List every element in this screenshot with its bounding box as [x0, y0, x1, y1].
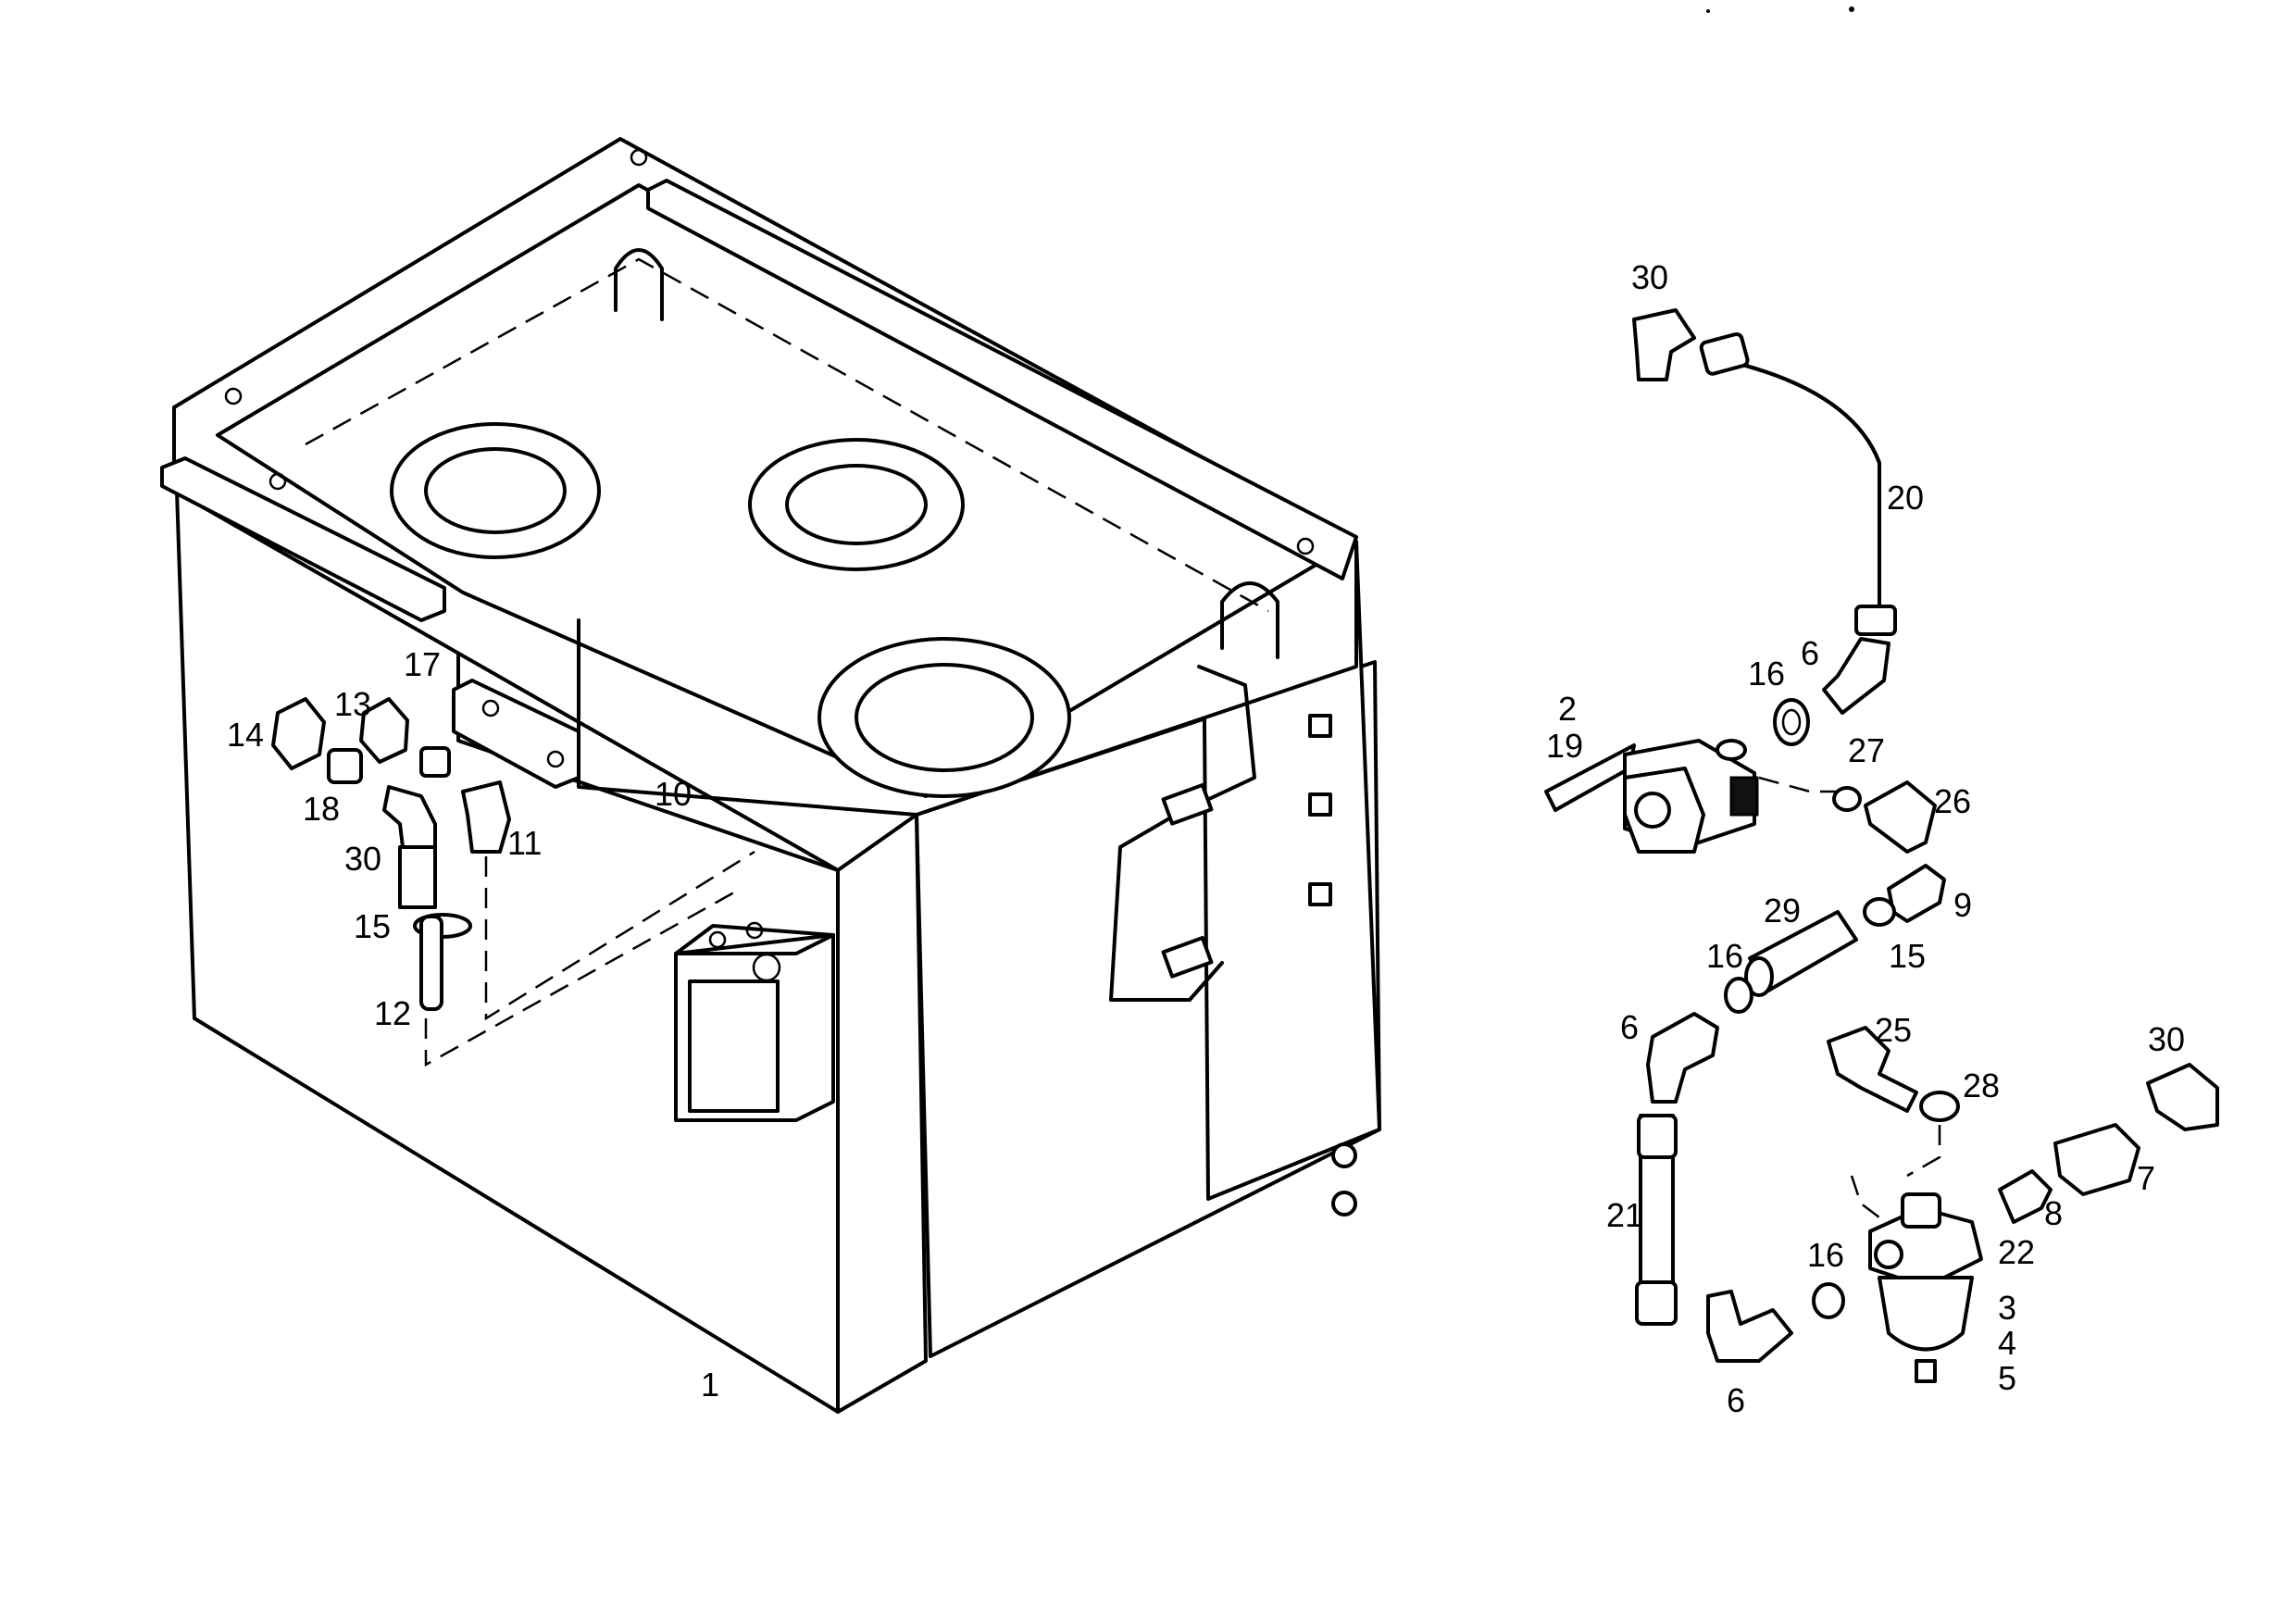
left-fittings-cluster — [271, 697, 511, 1011]
callout-15-mid: 15 — [1889, 937, 1926, 975]
bolt-25 — [1827, 1026, 1918, 1113]
return-filter-housing — [674, 921, 835, 1122]
callout-4: 4 — [1998, 1324, 2016, 1362]
callout-18: 18 — [303, 790, 340, 828]
callout-2: 2 — [1558, 690, 1577, 728]
callout-19: 19 — [1546, 727, 1583, 765]
elbow-6-bottom — [1706, 1290, 1793, 1363]
callout-22: 22 — [1998, 1233, 2035, 1271]
inspection-flange-3 — [817, 637, 1071, 798]
callout-1: 1 — [701, 1366, 719, 1404]
callout-8: 8 — [2044, 1194, 2063, 1232]
seal-16-mid — [1724, 977, 1753, 1014]
top-bar-left — [160, 456, 446, 622]
callout-20: 20 — [1887, 479, 1924, 517]
callout-30-right: 30 — [2148, 1020, 2185, 1058]
lifting-handle-right — [1220, 581, 1279, 659]
elbow-6-mid — [1646, 1012, 1719, 1104]
seal-15-mid — [1863, 897, 1896, 927]
adapter-elbow-11 — [461, 780, 511, 854]
adapter-17 — [419, 746, 451, 778]
elbow-30-right — [2146, 1063, 2219, 1131]
ball-valve — [1544, 739, 1759, 854]
callout-17: 17 — [404, 645, 441, 683]
callout-14: 14 — [227, 716, 264, 754]
inspection-flange-2 — [748, 438, 965, 571]
adapter-9 — [1887, 864, 1946, 923]
hose-20 — [1718, 357, 1881, 631]
inspection-flange-1 — [390, 422, 601, 559]
callout-30-left: 30 — [344, 840, 381, 878]
callout-28: 28 — [1963, 1067, 2000, 1104]
line-filter — [1868, 1192, 1983, 1383]
callout-9: 9 — [1953, 886, 1972, 924]
callout-6-mid: 6 — [1620, 1008, 1639, 1046]
callout-12: 12 — [374, 994, 411, 1032]
seal-16-top — [1773, 698, 1810, 746]
side-piping — [1109, 665, 1256, 1002]
callout-5: 5 — [1998, 1359, 2016, 1397]
dipstick-tube-12 — [419, 915, 443, 1011]
elbow-6-top — [1822, 637, 1890, 715]
callout-16-top: 16 — [1748, 655, 1785, 692]
callout-26: 26 — [1934, 782, 1971, 820]
callout-13: 13 — [334, 685, 371, 723]
tee-7 — [2053, 1123, 2140, 1196]
top-bar-rear — [646, 179, 1358, 580]
callout-16-mid: 16 — [1706, 937, 1743, 975]
elbow-30-top — [1632, 308, 1696, 381]
washer-27 — [1832, 786, 1862, 812]
callout-3: 3 — [1998, 1289, 2016, 1327]
callout-labels: 1 10 11 12 13 14 15 17 18 30 30 20 6 16 … — [227, 258, 2185, 1419]
callout-10: 10 — [655, 775, 692, 813]
threaded-tube — [398, 845, 437, 909]
callout-25: 25 — [1875, 1011, 1912, 1049]
callout-6-bottom: 6 — [1727, 1381, 1745, 1419]
callout-27: 27 — [1848, 731, 1885, 769]
cap-nut-14 — [271, 697, 326, 770]
nipple-18 — [327, 748, 363, 784]
bolt-26 — [1864, 780, 1937, 854]
washer-28 — [1919, 1091, 1960, 1122]
valve-and-filter-parts — [1544, 6, 2219, 1383]
callout-7: 7 — [2137, 1159, 2155, 1197]
callout-30-top: 30 — [1631, 258, 1668, 296]
callout-29: 29 — [1764, 892, 1801, 930]
cap-nut-13 — [359, 697, 409, 764]
callout-11: 11 — [507, 824, 542, 862]
callout-16-bottom: 16 — [1807, 1236, 1844, 1274]
callout-6-top: 6 — [1801, 634, 1819, 672]
callout-21: 21 — [1606, 1196, 1643, 1234]
hydraulic-tank — [160, 137, 1381, 1414]
callout-15-left: 15 — [354, 907, 391, 945]
seal-16-bottom — [1812, 1282, 1845, 1319]
adapter-8 — [1998, 1169, 2053, 1224]
lifting-handle-rear — [614, 248, 664, 321]
